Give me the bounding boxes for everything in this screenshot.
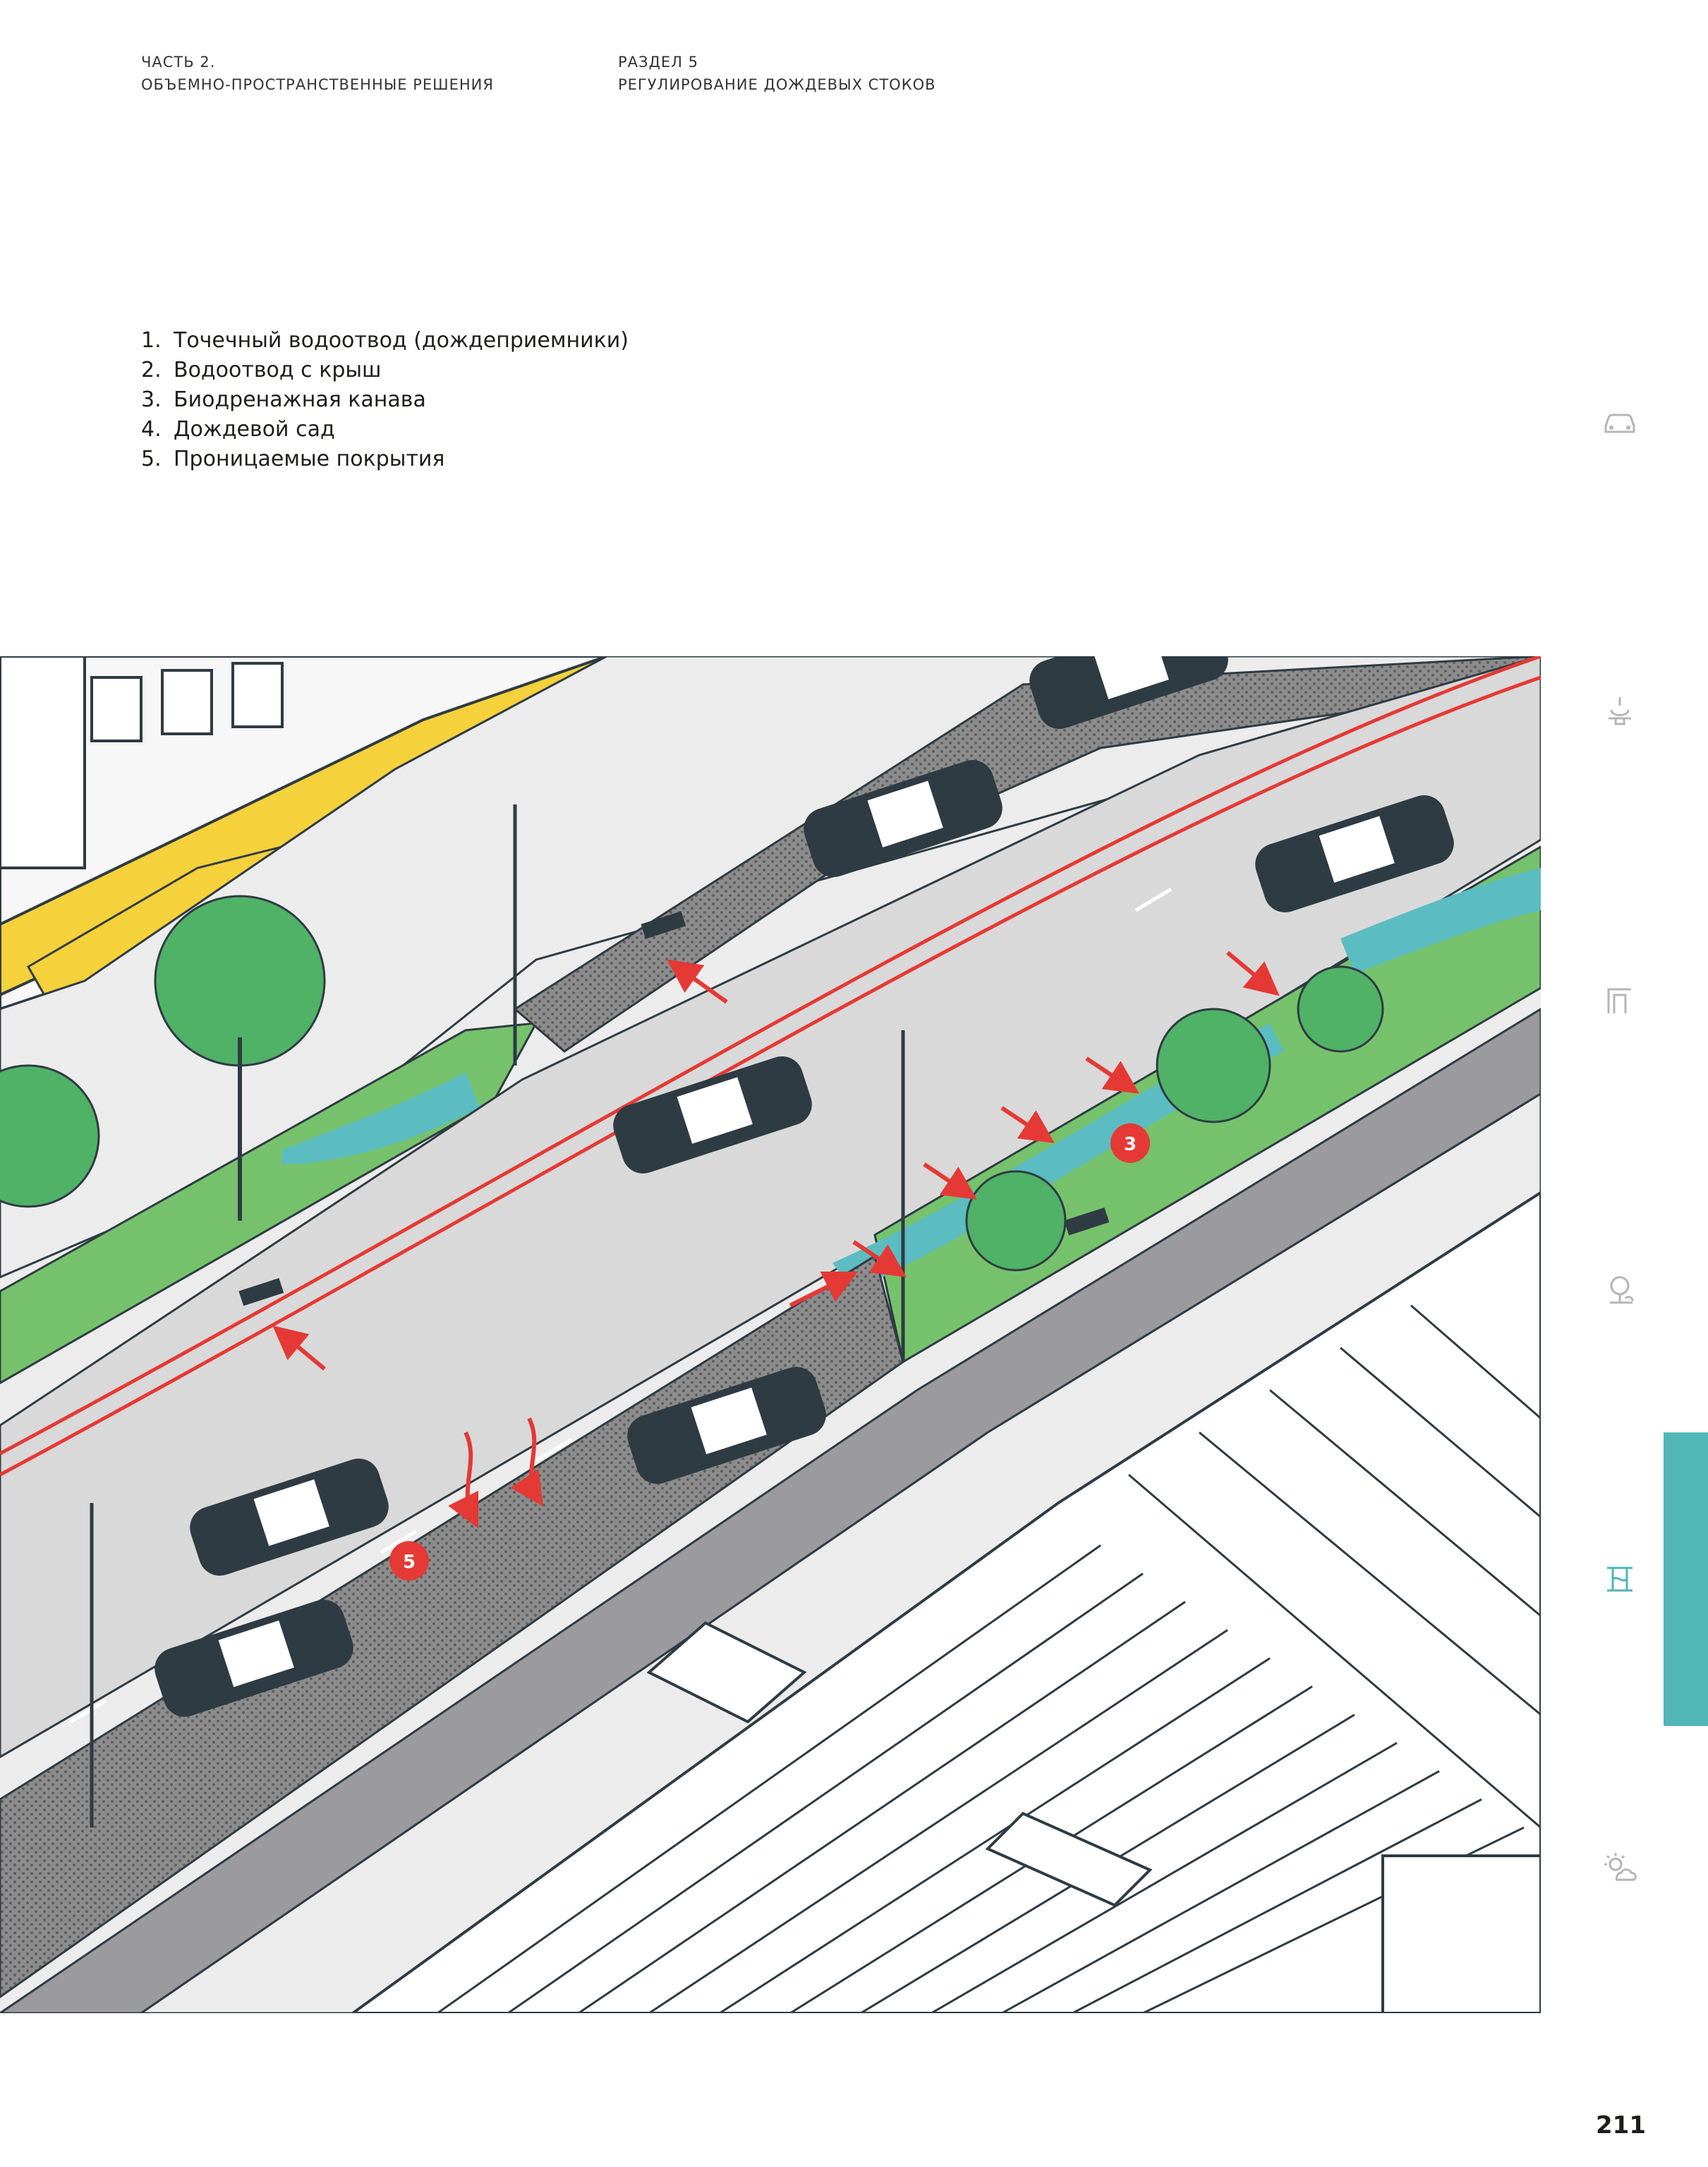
trees xyxy=(0,895,1384,1272)
svg-text:5: 5 xyxy=(403,1552,416,1573)
cars xyxy=(155,656,1454,1718)
storm-drains xyxy=(238,911,1110,1306)
building-icon xyxy=(1607,988,1631,1013)
legend-list: 1.Точечный водоотвод (дождеприемники) 2.… xyxy=(141,326,629,474)
legend-item: 1.Точечный водоотвод (дождеприемники) xyxy=(141,328,629,353)
flow-arrows xyxy=(272,950,1280,1529)
water-drainage-icon xyxy=(1607,1567,1633,1592)
part-title: ОБЪЕМНО-ПРОСТРАНСТВЕННЫЕ РЕШЕНИЯ xyxy=(141,76,494,93)
section-number: РАЗДЕЛ 5 xyxy=(618,54,698,71)
legend-item: 4.Дождевой сад xyxy=(141,417,335,442)
section-title: РЕГУЛИРОВАНИЕ ДОЖДЕВЫХ СТОКОВ xyxy=(618,76,936,93)
part-number: ЧАСТЬ 2. xyxy=(141,54,216,71)
marker-3: 3 xyxy=(1110,1123,1150,1163)
legend-item: 2.Водоотвод с крыш xyxy=(141,358,382,382)
tree-icon xyxy=(1610,1276,1634,1304)
street-illustration: 3 5 xyxy=(0,656,1541,2013)
sun-cloud-icon xyxy=(1604,1853,1637,1881)
running-head-section: РАЗДЕЛ 5 РЕГУЛИРОВАНИЕ ДОЖДЕВЫХ СТОКОВ xyxy=(618,51,936,96)
running-head-part: ЧАСТЬ 2. ОБЪЕМНО-ПРОСТРАНСТВЕННЫЕ РЕШЕНИ… xyxy=(141,51,494,96)
legend-item: 3.Биодренажная канава xyxy=(141,387,426,412)
car-icon xyxy=(1604,414,1635,433)
section-tab[interactable] xyxy=(1664,1432,1708,1726)
page-number: 211 xyxy=(1596,2111,1646,2139)
marker-5: 5 xyxy=(389,1541,429,1581)
buildings-lower-right xyxy=(350,1190,1541,2013)
street-lamps xyxy=(90,804,905,1828)
svg-text:3: 3 xyxy=(1124,1134,1137,1155)
legend-item: 5.Проницаемые покрытия xyxy=(141,447,445,471)
hydrant-icon xyxy=(1609,697,1631,725)
